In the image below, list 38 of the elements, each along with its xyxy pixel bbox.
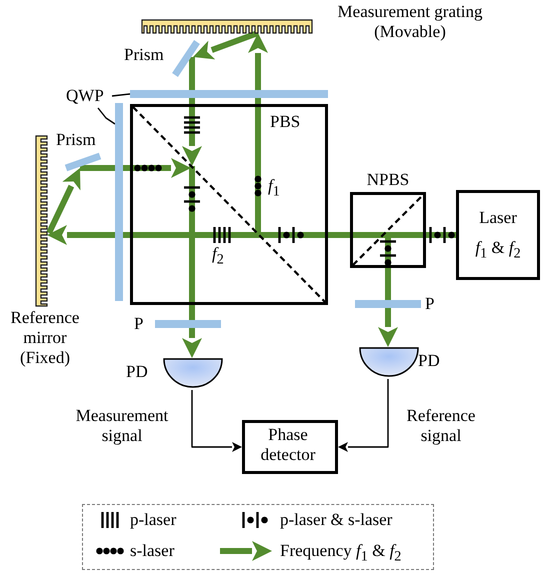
legend-label: s-laser: [130, 541, 174, 561]
waveplate: [115, 103, 123, 301]
component-label: P: [425, 294, 436, 314]
signal-line: [191, 390, 242, 452]
waveplate: [130, 90, 328, 98]
component-label: NPBS: [366, 170, 410, 190]
component-label: PD: [126, 362, 149, 382]
legend-label: p-laser: [130, 510, 176, 530]
beam-arrow: [182, 57, 202, 166]
leader-line: [112, 93, 130, 97]
edge-label: Reference signal: [406, 406, 476, 446]
frequency-label: f$_{2}$: [212, 244, 224, 270]
component-label: PBS: [270, 112, 302, 132]
component-label: Prism: [124, 45, 165, 65]
frequency-label: f$_{1}$: [268, 176, 280, 202]
component-label: Phase detector: [260, 425, 316, 465]
signal-line: [338, 379, 389, 452]
component-label: P: [134, 314, 144, 334]
beam-arrow: [378, 308, 398, 347]
leader-line: [97, 108, 116, 125]
legend-label: Frequency f$_{1}$ & f$_{2}$: [280, 541, 402, 566]
component-label: Measurement grating (Movable): [336, 2, 484, 42]
legend-label: p-laser & s-laser: [280, 510, 392, 530]
beam-arrow: [47, 225, 258, 245]
edge-label: Measurement signal: [74, 406, 170, 446]
beam-arrow: [46, 168, 80, 234]
beam-arrow: [80, 158, 191, 178]
component-label: f$_{1}$ & f$_{2}$: [474, 238, 522, 264]
component-label: PD: [418, 351, 441, 371]
component-label: Prism: [56, 130, 97, 150]
beam-arrow: [182, 328, 202, 358]
beam-arrow: [193, 30, 260, 60]
laser-box: [456, 190, 540, 280]
component-label: Laser: [478, 208, 518, 228]
phase-detector-box: [242, 420, 338, 474]
component-label: Reference mirror (Fixed): [10, 308, 80, 368]
component-label: QWP: [66, 86, 105, 106]
beam-arrow: [248, 33, 268, 235]
